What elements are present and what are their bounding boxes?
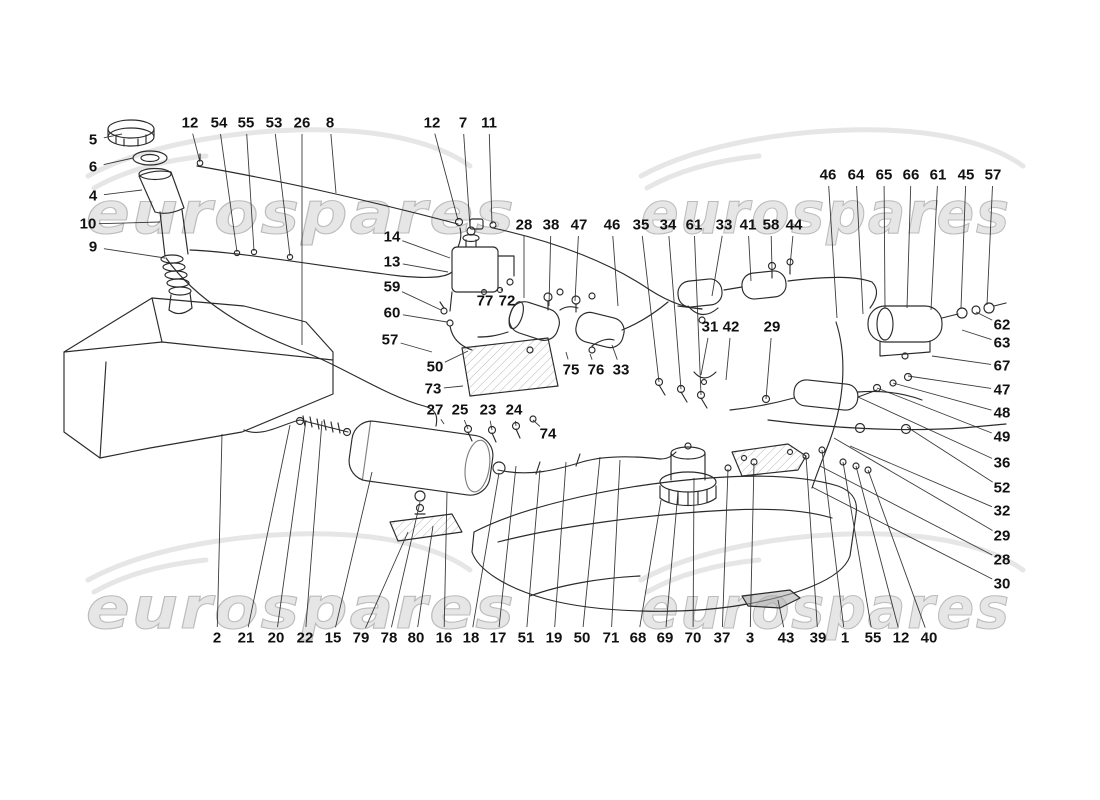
watermark-text-bottom-left: eurospares [86,574,516,642]
watermark-text-top-right: eurospares [641,179,1011,247]
leader-lines [98,133,993,629]
fuel-pumps-right [654,258,873,409]
fuel-pumps-center [461,288,669,443]
watermark-text-bottom-right: eurospares [641,574,1011,642]
watermark-text-top-left: eurospares [86,179,516,247]
watermark-layer: eurospares eurospares eurospares eurospa… [85,130,1023,643]
fuel-pump-unit [659,442,807,507]
surge-tank [243,415,677,542]
fuel-filter [857,281,1007,398]
fuel-lines [165,153,1007,489]
right-fuel-tank [471,475,858,612]
right-lower-pump [729,379,923,411]
left-fuel-tank [63,297,334,459]
